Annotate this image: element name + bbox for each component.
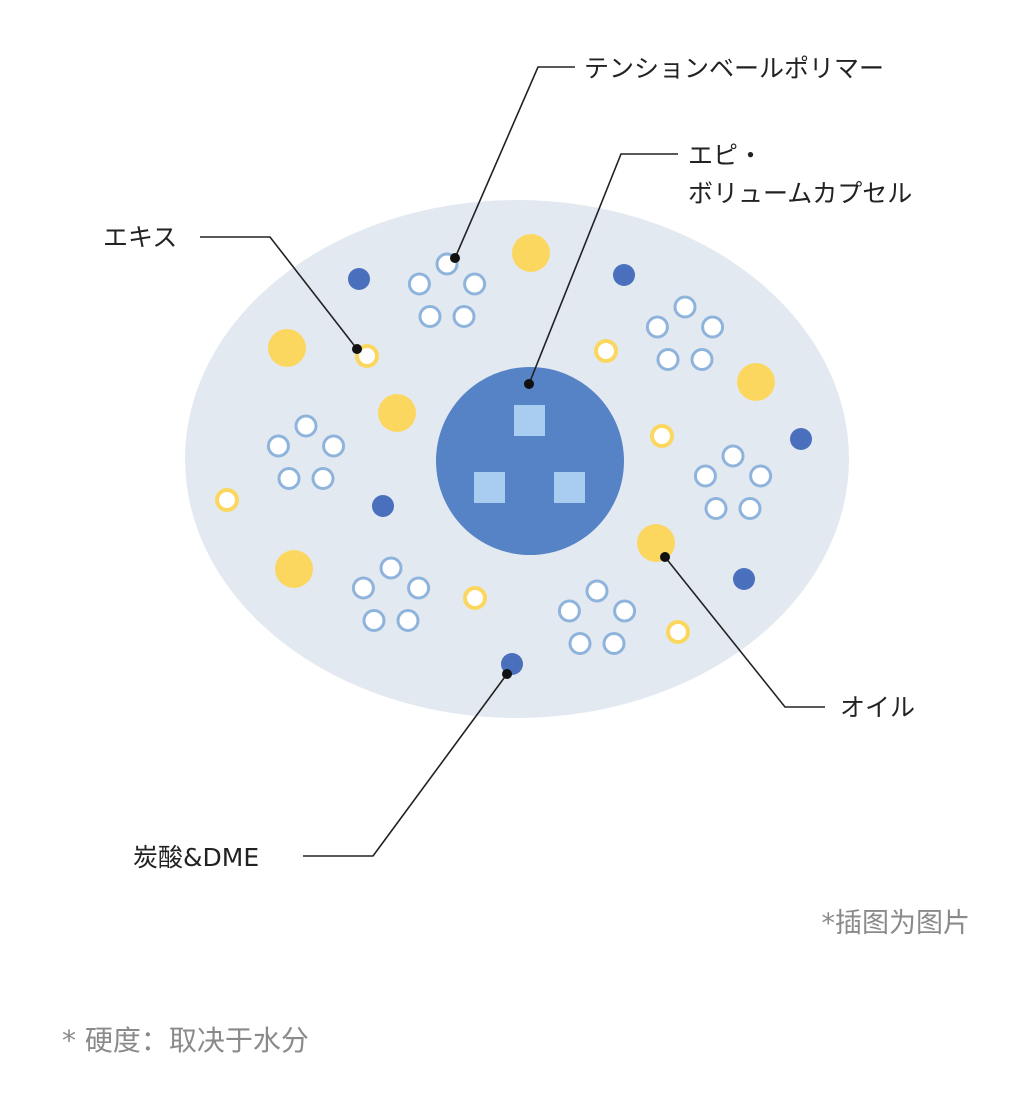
extract-ring — [594, 339, 618, 363]
polymer-bead — [452, 305, 476, 328]
polymer-cluster — [407, 252, 487, 328]
extract-ring — [463, 586, 487, 610]
capsule-square — [554, 472, 585, 503]
polymer-bead — [738, 497, 762, 520]
polymer-label: テンションベールポリマー — [584, 54, 884, 83]
polymer-bead — [673, 295, 697, 319]
oil-dot — [737, 363, 775, 401]
polymer-cluster — [266, 414, 346, 490]
carbonic-dot — [790, 428, 812, 450]
capsule-square — [514, 405, 545, 436]
oil-leader-dot — [660, 552, 670, 562]
capsule-leader-dot — [524, 379, 534, 389]
capsule-label-line1: エピ・ — [688, 141, 763, 170]
polymer-bead — [656, 348, 680, 371]
extract-ring — [666, 620, 690, 644]
capsule-leader-line — [528, 153, 678, 385]
capsule-circle — [436, 367, 624, 555]
polymer-bead — [362, 609, 386, 632]
oil-label: オイル — [840, 693, 915, 722]
polymer-bead — [749, 464, 773, 488]
extract-leader-line — [200, 236, 358, 350]
polymer-bead — [701, 315, 725, 339]
polymer-bead — [322, 434, 346, 458]
extract-ring — [355, 344, 379, 368]
oil-leader-line — [664, 556, 825, 708]
polymer-bead — [693, 464, 717, 488]
polymer-bead — [418, 305, 442, 328]
extract-leader-dot — [352, 344, 362, 354]
extract-ring — [215, 488, 239, 512]
polymer-bead — [311, 467, 335, 490]
volume-capsule-core — [436, 367, 624, 555]
carbonic-dot — [348, 268, 370, 290]
hardness-note: * 硬度：取决于水分 — [62, 1024, 309, 1057]
oil-dot — [275, 550, 313, 588]
polymer-bead — [613, 599, 637, 623]
oil-dot — [268, 329, 306, 367]
polymer-bead — [602, 632, 626, 655]
capsule-label-line2: ボリュームカプセル — [688, 179, 912, 208]
carbonic-leader-dot — [502, 669, 512, 679]
polymer-bead — [277, 467, 301, 490]
polymer-cluster — [645, 295, 725, 371]
polymer-bead — [690, 348, 714, 371]
polymer-bead — [266, 434, 290, 458]
polymer-bead — [463, 272, 487, 296]
extract-label: エキス — [103, 223, 177, 252]
polymer-bead — [721, 444, 745, 468]
illustration-note: *插图为图片 — [822, 908, 971, 939]
polymer-clusters — [266, 252, 773, 655]
oil-dot — [378, 394, 416, 432]
polymer-bead — [645, 315, 669, 339]
polymer-leader-dot — [450, 253, 460, 263]
polymer-bead — [407, 272, 431, 296]
polymer-cluster — [557, 579, 637, 655]
carbonic-leader-line — [303, 673, 508, 857]
carbonic-label: 炭酸&DME — [133, 843, 259, 872]
polymer-bead — [379, 556, 403, 580]
polymer-bead — [396, 609, 420, 632]
polymer-bead — [704, 497, 728, 520]
polymer-leader-line — [454, 66, 575, 259]
extract-ring — [650, 424, 674, 448]
polymer-bead — [407, 576, 431, 600]
extract-rings — [215, 339, 690, 644]
labels: テンションベールポリマー エピ・ ボリュームカプセル エキス オイル 炭酸&DM… — [103, 54, 915, 872]
capsule-square — [474, 472, 505, 503]
polymer-bead — [351, 576, 375, 600]
polymer-bead — [568, 632, 592, 655]
carbonic-dot — [372, 495, 394, 517]
polymer-cluster — [693, 444, 773, 520]
oil-dot — [512, 234, 550, 272]
leader-lines — [200, 66, 825, 857]
oil-dots — [268, 234, 775, 588]
carbonic-dot — [613, 264, 635, 286]
carbonic-dot — [733, 568, 755, 590]
polymer-bead — [294, 414, 318, 438]
polymer-bead — [585, 579, 609, 603]
polymer-cluster — [351, 556, 431, 632]
polymer-bead — [557, 599, 581, 623]
